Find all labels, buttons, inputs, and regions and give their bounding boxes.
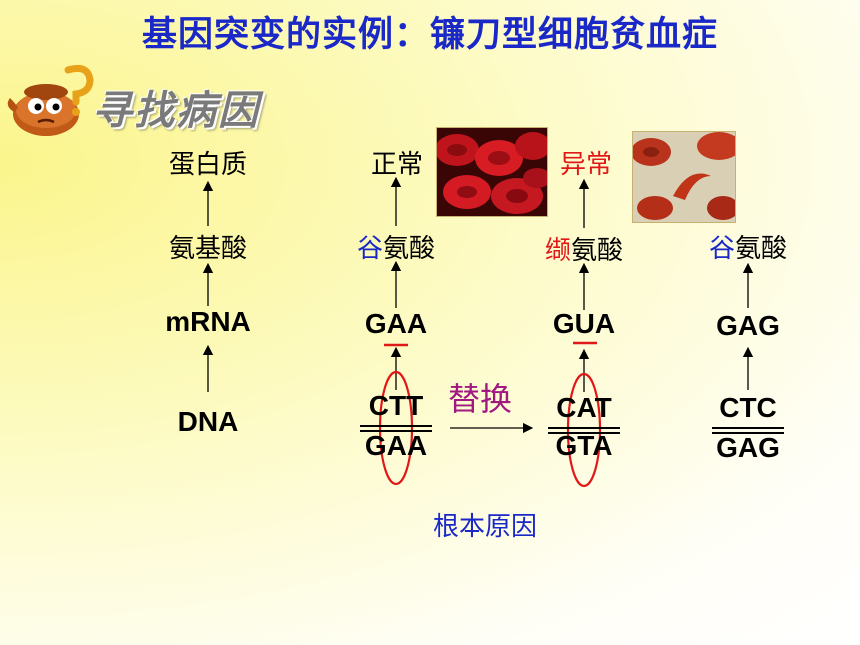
status-normal: 正常	[370, 150, 423, 180]
dna-abnormal-bottom: GTA	[555, 430, 613, 461]
dna-third-strand-line-1	[712, 427, 784, 429]
codon-third: GAG	[716, 310, 780, 341]
amino-third-prefix: 谷	[708, 234, 735, 264]
normal-red-blood-cells-image	[436, 127, 548, 217]
amino-normal-suffix: 氨酸	[383, 234, 436, 264]
label-amino-acid: 氨基酸	[168, 234, 247, 264]
amino-abnormal-prefix: 缬	[544, 236, 571, 266]
status-abnormal: 异常	[559, 150, 612, 180]
dna-normal-top: CTT	[368, 390, 424, 421]
dna-normal-strand-line-2	[360, 430, 432, 432]
dna-abnormal-top: CAT	[556, 392, 612, 423]
dna-third-bottom: GAG	[716, 432, 780, 463]
amino-normal-prefix: 谷	[356, 234, 383, 264]
amino-normal: 谷氨酸	[336, 228, 456, 265]
amino-abnormal-suffix: 氨酸	[571, 236, 624, 266]
dna-third-top: CTC	[719, 392, 777, 423]
amino-abnormal: 缬氨酸	[524, 230, 644, 267]
dna-abnormal-strand-line-2	[548, 432, 620, 434]
dna-abnormal-strand-line-1	[548, 427, 620, 429]
label-dna: DNA	[177, 406, 239, 437]
root-cause-label: 根本原因	[432, 512, 537, 542]
thinking-teapot-icon	[7, 64, 94, 136]
amino-third-suffix: 氨酸	[735, 234, 788, 264]
dna-third-strand-line-2	[712, 432, 784, 434]
dna-normal-strand-line-1	[360, 425, 432, 427]
dna-normal-bottom: GAA	[364, 430, 428, 461]
replace-label: 替换	[447, 380, 512, 418]
amino-third: 谷氨酸	[688, 228, 808, 265]
codon-normal: GAA	[364, 308, 428, 339]
mutation-circle-abnormal	[566, 372, 602, 488]
section-subtitle: 寻找病因	[92, 88, 260, 134]
label-mrna: mRNA	[165, 306, 251, 337]
sickle-cells-image	[632, 131, 736, 223]
mutation-circle-normal	[378, 370, 414, 486]
label-protein: 蛋白质	[168, 150, 247, 180]
codon-abnormal: GUA	[552, 308, 616, 339]
page-title: 基因突变的实例：镰刀型细胞贫血症	[141, 15, 718, 55]
